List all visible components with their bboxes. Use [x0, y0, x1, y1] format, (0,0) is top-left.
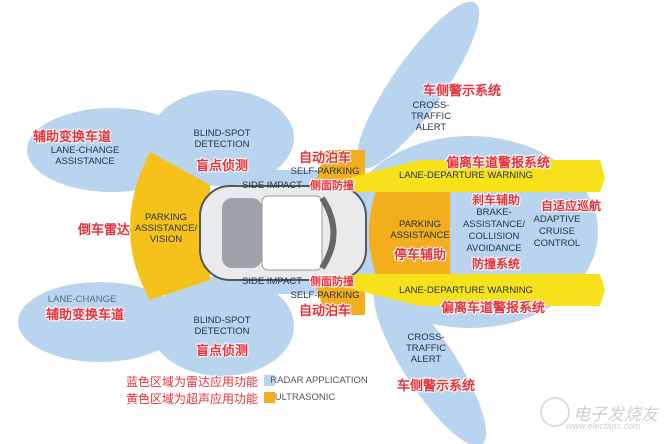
blind-spot-bottom-cn: 盲点侦测 — [195, 343, 249, 358]
rear-parking-zone — [130, 152, 210, 300]
front-parking-en: PARKING ASSISTANCE — [390, 219, 450, 241]
lane-departure-bottom-en: LANE-DEPARTURE WARNING — [399, 285, 533, 296]
lane-departure-bottom-cn: 偏离车道警报系统 — [440, 300, 546, 315]
lane-departure-bottom-arrow — [340, 274, 605, 306]
cross-traffic-bottom-cn: 车侧警示系统 — [396, 378, 476, 393]
legend-radar-cn: 蓝色区域为雷达应用功能 — [125, 375, 259, 389]
self-parking-top-cn: 自动泊车 — [298, 150, 352, 165]
side-impact-bottom-cn: 侧面防撞 — [310, 276, 354, 288]
blind-spot-top-cn: 盲点侦测 — [195, 158, 249, 173]
blind-spot-bottom-zone — [150, 276, 294, 376]
legend-ultrasonic-swatch — [264, 392, 275, 403]
lane-departure-top-en: LANE-DEPARTURE WARNING — [399, 170, 533, 181]
side-impact-top-cn: 侧面防撞 — [310, 180, 354, 192]
self-parking-bottom-en: SELF-PARKING — [290, 290, 360, 301]
brake-assist-cn: 刹车辅助 — [471, 193, 521, 207]
lane-change-bottom-zone — [18, 282, 182, 362]
legend-ultrasonic-cn: 黄色区域为超声应用功能 — [125, 392, 259, 406]
watermark-logo-icon — [540, 397, 570, 427]
brake-assist-en: BRAKE- ASSISTANCE/ COLLISION AVOIDANCE — [462, 207, 526, 254]
lane-change-bottom-en: LANE-CHANGE — [47, 294, 117, 305]
legend-radar-en: RADAR APPLICATION — [270, 375, 368, 386]
cross-traffic-bottom-zone — [373, 284, 487, 444]
blind-spot-top-zone — [150, 90, 294, 186]
front-parking-cn: 停车辅助 — [393, 247, 447, 262]
blind-spot-top-en: BLIND-SPOT DETECTION — [193, 128, 251, 150]
self-parking-bottom-zone — [315, 282, 365, 315]
adaptive-cruise-cn: 自适应巡航 — [540, 199, 602, 213]
rear-parking-en: PARKING ASSISTANCE/ VISION — [134, 212, 198, 245]
self-parking-bottom-cn: 自动泊车 — [298, 303, 352, 318]
cross-traffic-top-cn: 车侧警示系统 — [422, 83, 502, 98]
adaptive-cruise-en: ADAPTIVE CRUISE CONTROL — [533, 214, 581, 249]
cross-traffic-bottom-en: CROSS- TRAFFIC ALERT — [405, 332, 447, 365]
watermark-url: www.elecfans.com — [566, 421, 641, 431]
self-parking-top-zone — [315, 150, 365, 185]
legend-radar-swatch — [264, 375, 275, 386]
side-impact-top-en: SIDE IMPACT — [242, 180, 302, 191]
watermark-brand: 电子发烧友 — [573, 405, 658, 424]
side-impact-bottom-en: SIDE IMPACT — [242, 276, 302, 287]
rear-parking-cn: 倒车雷达 — [77, 222, 131, 237]
lane-change-top-cn: 辅助变换车道 — [32, 129, 112, 144]
lane-change-bottom-cn: 辅助变换车道 — [45, 307, 125, 322]
lane-departure-top-cn: 偏离车道警报系统 — [445, 155, 551, 170]
lane-change-top-en: LANE-CHANGE ASSISTANCE — [50, 145, 120, 167]
car — [199, 185, 367, 281]
blind-spot-bottom-en: BLIND-SPOT DETECTION — [193, 315, 251, 337]
legend-ultrasonic-en: ULTRASONIC — [274, 392, 336, 403]
cross-traffic-top-en: CROSS- TRAFFIC ALERT — [410, 100, 452, 133]
front-parking-zone — [369, 185, 450, 282]
collision-avoidance-cn: 防撞系统 — [471, 257, 521, 271]
self-parking-top-en: SELF-PARKING — [290, 166, 360, 177]
cross-traffic-top-zone — [356, 1, 480, 169]
lane-departure-top-arrow — [340, 160, 605, 192]
